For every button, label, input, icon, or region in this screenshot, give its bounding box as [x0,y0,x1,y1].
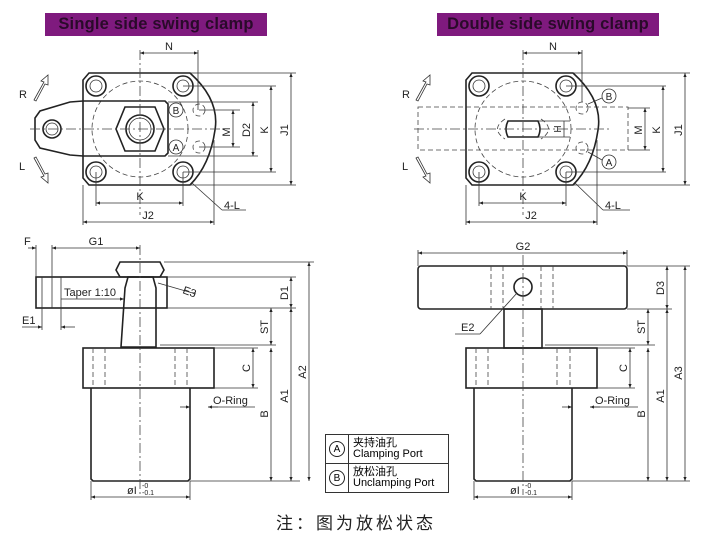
single-top-view: B A N M D2 K J1 K J2 4-L R L [19,41,296,225]
legend-cn-label: 夹持油孔 [353,437,397,449]
dim-A1: A1 [655,389,667,402]
dim-G1: G1 [89,236,104,248]
single-arm [34,100,169,157]
dim-K-vertical: K [259,126,271,134]
double-body-flange [465,347,598,389]
port-b-label: B [173,106,180,117]
o-ring-label: O-Ring [595,395,630,407]
dim-4-L: 4-L [605,200,621,212]
piston-rod [120,276,157,348]
single-side-title-banner: Single side swing clamp [45,13,267,36]
dim-K-vertical: K [651,126,663,134]
single-arm-side [35,276,168,309]
dim-E3: E3 [181,285,198,301]
dim-D1: D1 [279,286,291,300]
legend-en-label: Unclamping Port [353,477,435,489]
port-a-label: A [606,158,613,169]
port-b-label: B [606,92,613,103]
dim-J1: J1 [673,124,685,136]
single-side-view: F G1 Taper 1:10 E3 E1 D1 ST C O-Ring B A… [22,236,314,500]
rotate-left-arrow-icon [415,156,431,184]
o-ring-label: O-Ring [213,395,248,407]
dim-G2: G2 [516,241,531,253]
double-side-view: G2 E2 D3 ST C O-Ring B A1 A3 øI -0 -0.1 [417,241,690,500]
dim-D3: D3 [655,281,667,295]
dim-4-L: 4-L [224,200,240,212]
dim-E1: E1 [22,315,35,327]
port-b-symbol: B [329,470,345,486]
label-L: L [19,161,25,173]
dim-diameter: øI [127,485,137,497]
legend-row-unclamping: B 放松油孔 Unclamping Port [326,464,448,492]
dim-N: N [549,41,557,53]
tol-lower: -0.1 [525,490,537,497]
dim-ST: ST [259,320,271,334]
single-body-cylinder [90,388,191,482]
label-R: R [402,89,410,101]
dim-A1: A1 [279,389,291,402]
port-a-marker [168,139,184,155]
dim-M: M [221,127,233,136]
rotate-left-arrow-icon [33,156,49,184]
dim-J2: J2 [525,210,537,222]
dim-K-horizontal: K [136,191,144,203]
label-L: L [402,161,408,173]
port-a-label: A [173,143,180,154]
nut-side [115,261,165,278]
dim-H: H [553,125,564,132]
port-b-marker [168,102,184,118]
footnote: 注：图为放松状态 [276,514,436,534]
dim-J2: J2 [142,210,154,222]
rotate-right-arrow-icon [33,74,49,102]
dim-A2: A2 [297,365,309,378]
label-R: R [19,89,27,101]
legend-row-clamping: A 夹持油孔 Clamping Port [326,435,448,464]
dim-E2: E2 [461,322,474,334]
tol-upper: -0 [525,483,531,490]
dim-B: B [259,410,271,417]
legend-en-label: Clamping Port [353,448,423,460]
double-arm-side [417,265,628,310]
dim-A3: A3 [673,366,685,379]
dim-B: B [636,410,648,417]
dim-F: F [24,236,31,248]
dim-ST: ST [636,320,648,334]
dim-J1: J1 [279,124,291,136]
double-top-view: B A N H M K J1 K J2 4-L R L [402,41,690,225]
taper-label: Taper 1:10 [64,287,116,299]
tol-lower: -0.1 [142,490,154,497]
port-a-symbol: A [329,441,345,457]
dim-C: C [618,364,630,372]
dim-D2: D2 [241,123,253,137]
legend-cn-label: 放松油孔 [353,466,397,478]
dim-diameter: øI [510,485,520,497]
dim-M: M [633,125,645,134]
single-body-flange [82,347,215,389]
tol-upper: -0 [142,483,148,490]
dim-K-horizontal: K [519,191,527,203]
port-legend: A 夹持油孔 Clamping Port B 放松油孔 Unclamping P… [325,434,449,493]
double-side-title-banner: Double side swing clamp [437,13,659,36]
dim-N: N [165,41,173,53]
rotate-right-arrow-icon [415,74,431,102]
dim-C: C [241,364,253,372]
